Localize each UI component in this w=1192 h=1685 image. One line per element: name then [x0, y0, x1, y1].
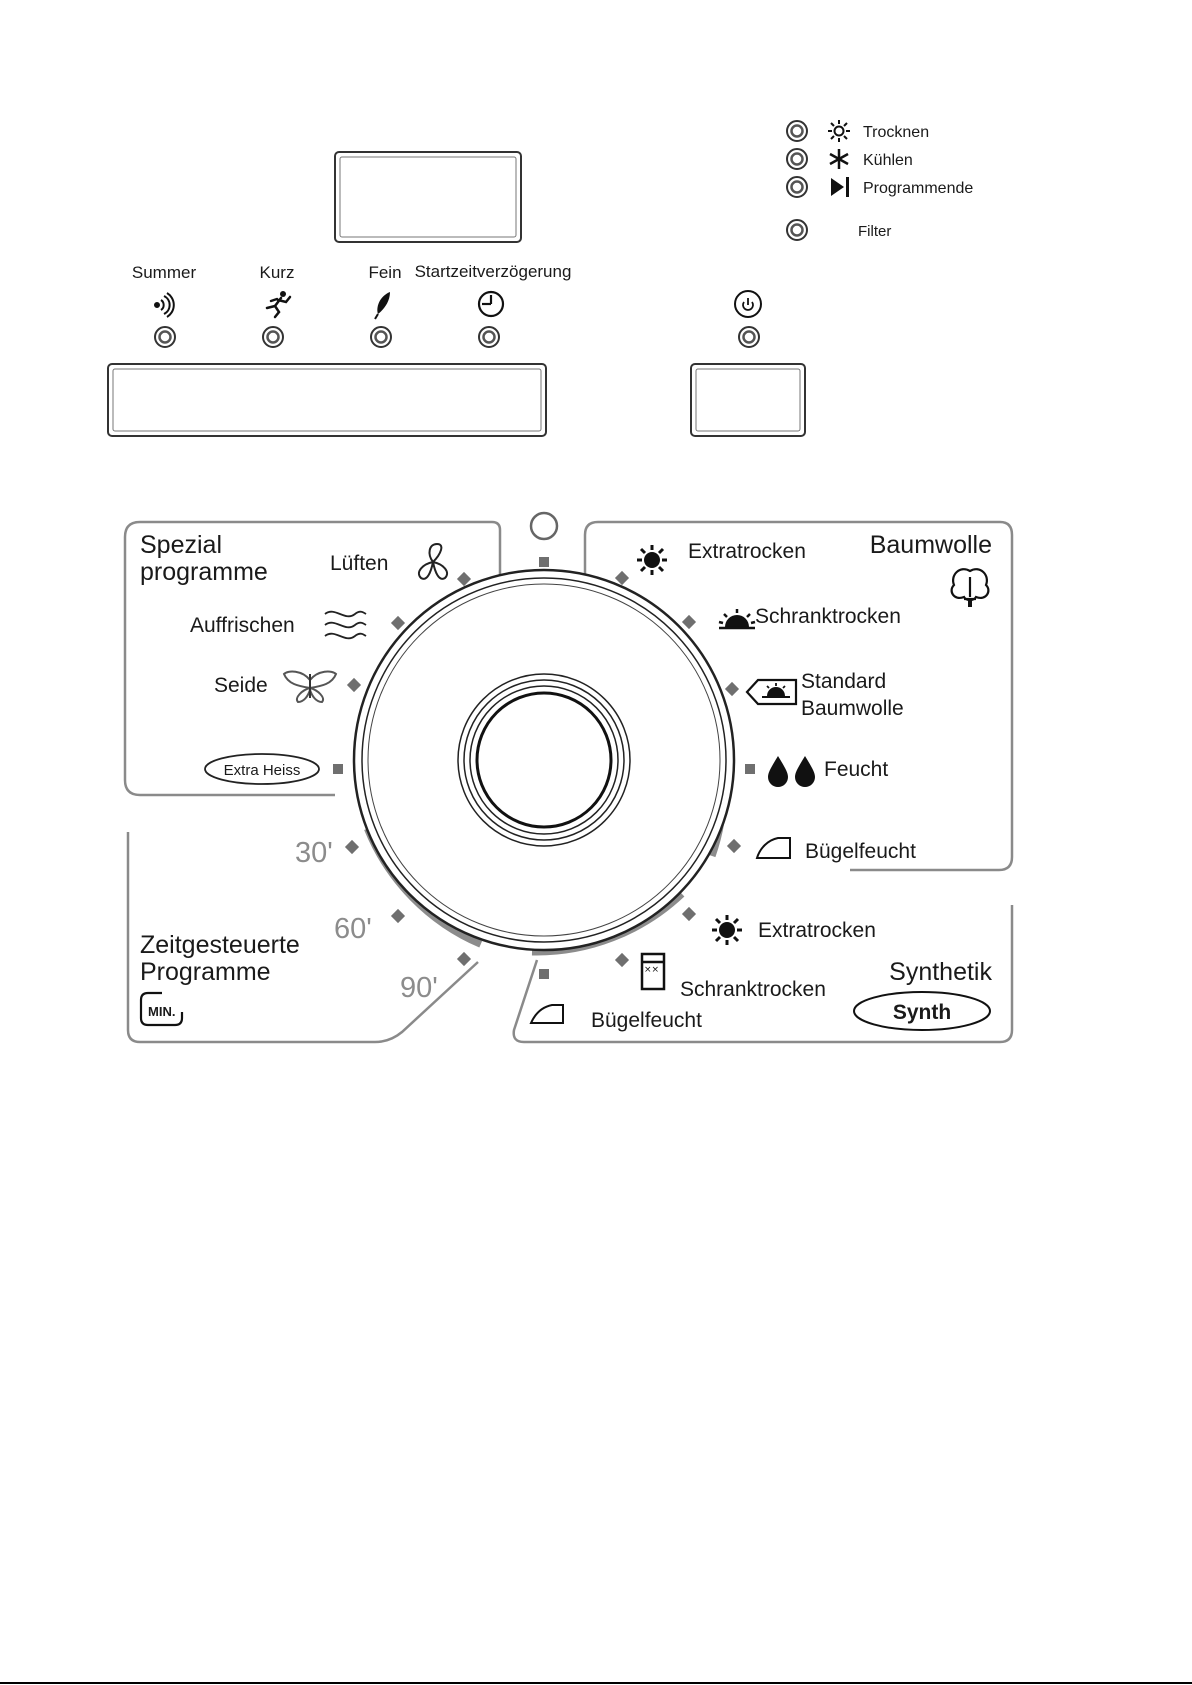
option-delicate[interactable]: Fein: [368, 263, 402, 348]
cotton-cupboard-dry-label: Schranktrocken: [755, 605, 901, 628]
program-timed-90[interactable]: 90': [400, 951, 472, 1004]
program-timed-30[interactable]: 30': [295, 837, 360, 869]
status-indicator-filter: Filter: [786, 219, 891, 241]
program-airing[interactable]: Lüften: [330, 542, 472, 587]
special-programs-frame: [123, 520, 502, 797]
airing-label: Lüften: [330, 552, 388, 575]
filter-label: Filter: [858, 223, 891, 240]
cotton-standard-line1: Standard: [801, 670, 886, 693]
synthetic-cupboard-dry-label: Schranktrocken: [680, 978, 826, 1001]
status-indicator-cooling: Kühlen: [786, 148, 913, 170]
cooling-label: Kühlen: [863, 152, 913, 169]
feather-icon: [374, 292, 390, 320]
half-sun-icon: [718, 609, 756, 630]
synthetic-badge-label: Synth: [893, 1001, 951, 1024]
program-cotton-cupboard-dry[interactable]: Schranktrocken: [681, 605, 901, 630]
drying-label: Trocknen: [863, 124, 929, 141]
silk-label: Seide: [214, 674, 268, 697]
option-short[interactable]: Kurz: [260, 263, 295, 348]
sun-icon: [828, 120, 850, 142]
play-end-icon: [831, 177, 849, 197]
iron-icon: [755, 837, 791, 859]
cotton-damp-label: Feucht: [824, 758, 888, 781]
program-silk[interactable]: Seide: [214, 670, 362, 704]
timer-min-label: MIN.: [148, 1004, 175, 1019]
status-indicator-program-end: Programmende: [786, 176, 973, 198]
sound-waves-icon: [154, 292, 175, 318]
cotton-programs-frame: [583, 520, 1014, 872]
shirt-sun-icon: [745, 678, 798, 706]
water-drops-icon: [768, 756, 815, 787]
delay-start-label: Startzeitverzögerung: [415, 262, 572, 281]
program-cotton-damp[interactable]: Feucht: [745, 756, 888, 787]
timed-90-label: 90': [400, 972, 438, 1004]
time-display-window: [334, 151, 522, 243]
sun-icon: [712, 915, 742, 945]
synthetic-extra-dry-label: Extratrocken: [758, 919, 876, 942]
snowflake-icon: [829, 149, 849, 169]
special-title-line2: programme: [140, 558, 268, 586]
status-indicator-drying: Trocknen: [786, 120, 929, 142]
program-cotton-extra-dry[interactable]: Extratrocken: [614, 540, 806, 586]
option-delay-start[interactable]: Startzeitverzögerung: [415, 262, 572, 348]
option-display-window: [107, 363, 547, 437]
timed-30-label: 30': [295, 837, 333, 869]
off-position[interactable]: [529, 511, 559, 567]
timed-title-line2: Programme: [140, 958, 271, 986]
synthetic-programs-frame: [512, 905, 1014, 1044]
svg-text:××: ××: [644, 965, 659, 975]
wardrobe-icon: ××: [640, 952, 666, 991]
clock-icon: [477, 290, 505, 318]
timed-programs-frame: [126, 832, 479, 1044]
program-timed-60[interactable]: 60': [334, 908, 406, 945]
timer-icon: MIN.: [139, 991, 184, 1027]
power-button[interactable]: [734, 290, 762, 348]
butterfly-icon: [282, 670, 338, 704]
synthetic-badge: Synth: [853, 991, 991, 1031]
power-icon: [734, 290, 762, 318]
cotton-iron-damp-label: Bügelfeucht: [805, 840, 916, 863]
sun-icon: [637, 545, 667, 575]
air-waves-icon: [324, 610, 367, 640]
program-synthetic-cupboard-dry[interactable]: ×× Schranktrocken: [614, 952, 826, 1001]
program-selector-knob[interactable]: [352, 568, 736, 952]
program-extra-hot[interactable]: Extra Heiss: [204, 753, 343, 785]
short-label: Kurz: [260, 263, 295, 282]
cotton-standard-line2: Baumwolle: [801, 697, 904, 720]
synthetic-iron-damp-label: Bügelfeucht: [591, 1009, 702, 1032]
power-display-window: [690, 363, 806, 437]
cotton-title: Baumwolle: [870, 531, 992, 559]
buzzer-label: Summer: [132, 263, 197, 282]
delicate-label: Fein: [368, 263, 401, 282]
cotton-extra-dry-label: Extratrocken: [688, 540, 806, 563]
iron-icon: [529, 1004, 564, 1024]
cotton-flower-icon: [950, 568, 990, 607]
special-title-line1: Spezial: [140, 531, 222, 559]
option-buzzer[interactable]: Summer: [132, 263, 197, 348]
refresh-label: Auffrischen: [190, 614, 295, 637]
fan-icon: [417, 542, 449, 580]
program-refresh[interactable]: Auffrischen: [190, 610, 406, 640]
synthetic-title: Synthetik: [889, 958, 992, 986]
program-synthetic-extra-dry[interactable]: Extratrocken: [681, 906, 876, 945]
timed-title-line1: Zeitgesteuerte: [140, 931, 300, 959]
program-cotton-iron-damp[interactable]: Bügelfeucht: [726, 837, 916, 863]
program-cotton-standard[interactable]: Standard Baumwolle: [724, 670, 904, 720]
extra-hot-label: Extra Heiss: [224, 762, 301, 779]
program-synthetic-iron-damp[interactable]: Bügelfeucht: [529, 969, 702, 1032]
program-end-label: Programmende: [863, 180, 973, 197]
timed-60-label: 60': [334, 913, 372, 945]
running-person-icon: [265, 291, 292, 319]
